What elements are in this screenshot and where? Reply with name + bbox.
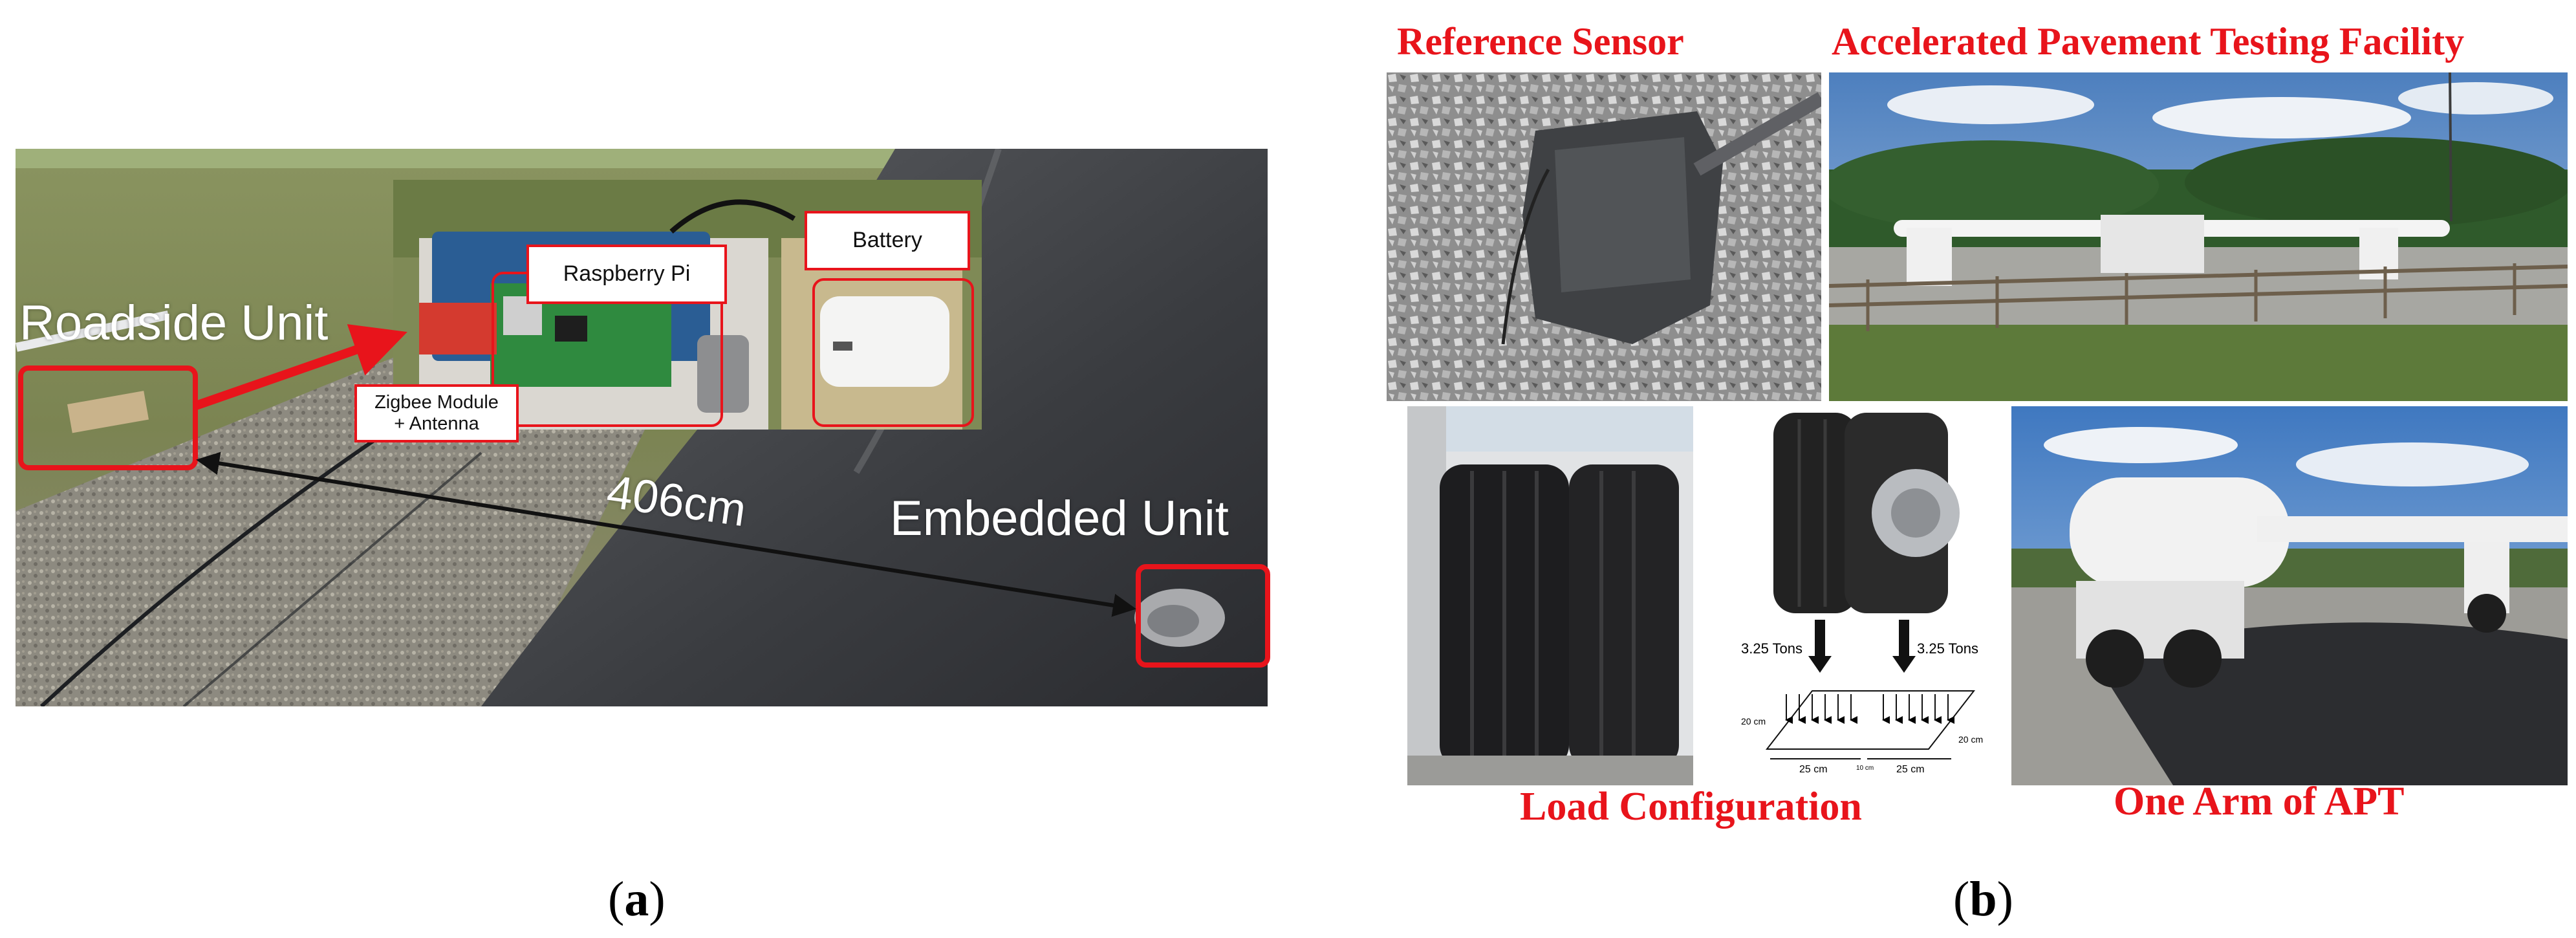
caption-b-letter: b [1969, 872, 1997, 926]
embedded-unit-text: Embedded Unit [890, 491, 1229, 546]
apt-arm-graphic [2011, 406, 2568, 785]
battery-label: Battery [805, 211, 970, 270]
zigbee-label: Zigbee Module + Antenna [354, 384, 519, 442]
reference-sensor-title: Reference Sensor [1397, 20, 1684, 63]
apt-arm-photo [2011, 406, 2568, 785]
load-diagram-graphic: 3.25 Tons 3.25 Tons 20 cm 20 cm 25 cm 25… [1741, 413, 1983, 775]
distance-arrow [196, 452, 1136, 617]
reference-sensor-graphic [1387, 72, 1821, 401]
zigbee-text-line1: Zigbee Module [374, 391, 499, 413]
apt-facility-photo [1829, 72, 2568, 401]
load-left-text: 3.25 Tons [1741, 640, 1802, 657]
zigbee-text-line2: + Antenna [394, 413, 479, 434]
roadside-unit-text: Roadside Unit [19, 296, 329, 351]
roadside-unit-highlight [18, 365, 198, 470]
dim-20-left-text: 20 cm [1741, 716, 1766, 726]
battery-text: Battery [852, 228, 922, 253]
dual-tire-graphic [1407, 406, 1693, 785]
zoom-arrow [192, 324, 407, 411]
annotation-arrows [192, 324, 1136, 617]
load-right-text: 3.25 Tons [1917, 640, 1978, 657]
dual-tire-photo [1407, 406, 1693, 785]
raspberry-pi-text: Raspberry Pi [563, 261, 691, 287]
caption-b: (b) [1953, 872, 2013, 926]
load-diagram: 3.25 Tons 3.25 Tons 20 cm 20 cm 25 cm 25… [1741, 406, 2000, 775]
one-arm-title: One Arm of APT [2114, 780, 2405, 823]
apt-facility-graphic [1829, 72, 2568, 401]
reference-sensor-photo [1387, 72, 1821, 401]
dim-25-right-text: 25 cm [1896, 764, 1925, 775]
caption-a: (a) [608, 872, 666, 926]
embedded-unit-highlight [1136, 564, 1270, 668]
load-configuration-title: Load Configuration [1520, 785, 1862, 829]
apt-facility-title: Accelerated Pavement Testing Facility [1832, 20, 2465, 63]
dim-25-left-text: 25 cm [1799, 764, 1828, 775]
raspberry-pi-label: Raspberry Pi [526, 245, 727, 304]
battery-outline [812, 278, 974, 427]
caption-a-letter: a [624, 872, 649, 926]
dim-10-text: 10 cm [1856, 765, 1874, 772]
dim-20-right-text: 20 cm [1958, 734, 1983, 745]
